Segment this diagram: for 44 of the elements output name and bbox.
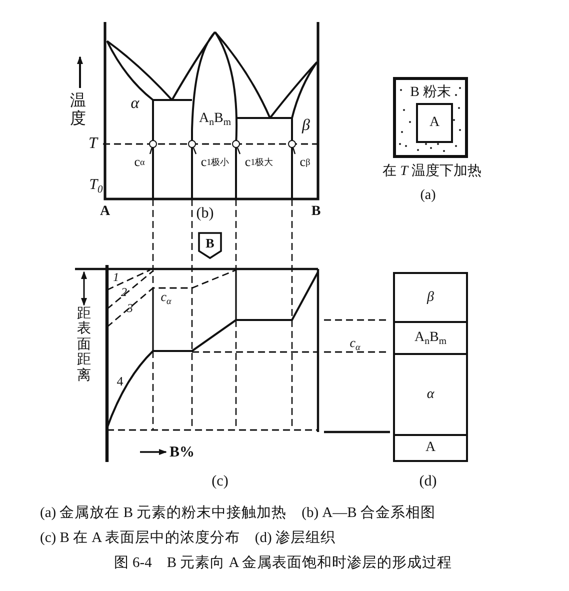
leader-line: [292, 148, 296, 154]
phase-label: β: [302, 118, 310, 134]
element-label: B: [206, 236, 214, 250]
point-marker: [149, 140, 157, 148]
powder-label: B 粉末: [410, 83, 451, 101]
axis-label: B: [311, 205, 321, 219]
phase-label: α: [130, 96, 140, 112]
temperature-label: T: [88, 136, 98, 152]
axis-label: B%: [170, 446, 194, 460]
curve-number: 2: [121, 286, 127, 298]
layer-band: [393, 272, 468, 321]
layer-label: A: [429, 115, 440, 131]
phase-label: A$_{n}$B$_{m}$: [199, 112, 231, 128]
axis-label: 温度: [70, 92, 86, 128]
temperature-label: T$_{0}$: [89, 178, 103, 196]
leader-line: [149, 148, 152, 154]
panel-label: (a): [420, 189, 436, 203]
leader-line: [236, 148, 241, 154]
description-text: 在 T 温度下加热: [382, 165, 482, 179]
point-marker: [188, 140, 196, 148]
curve-number: 4: [116, 374, 124, 388]
axis-label: A: [100, 205, 110, 219]
panel-label: (c): [212, 474, 228, 490]
axis-label: 距表面距离: [77, 306, 91, 384]
layer-band: [393, 353, 468, 434]
figure-caption: 图 6-4 B 元素向 A 金属表面饱和时渗层的形成过程: [114, 556, 452, 570]
panel-label: (b): [196, 206, 214, 222]
caption-line: (c) B 在 A 表面层中的浓度分布 (d) 渗层组织: [40, 530, 336, 546]
curve-number: 3: [127, 302, 133, 314]
point-marker: [232, 140, 240, 148]
concentration-label: c$_{α}$: [350, 336, 360, 352]
metal-block: [416, 103, 453, 143]
layer-band: [393, 321, 468, 353]
layer-label: α: [426, 386, 434, 402]
layer-band: [393, 434, 468, 462]
curve-number: 1: [113, 271, 119, 283]
concentration-label: c$_{α}$: [160, 290, 172, 306]
layer-label: β: [427, 290, 434, 306]
caption-line: (a) 金属放在 B 元素的粉末中接触加热 (b) A—B 合金系相图: [40, 506, 436, 520]
layer-label: A: [425, 440, 436, 456]
layer-label: A$_{n}$B$_{m}$: [414, 330, 446, 346]
panel-label: (d): [419, 474, 437, 490]
leader-line: [192, 148, 197, 154]
point-marker: [288, 140, 296, 148]
